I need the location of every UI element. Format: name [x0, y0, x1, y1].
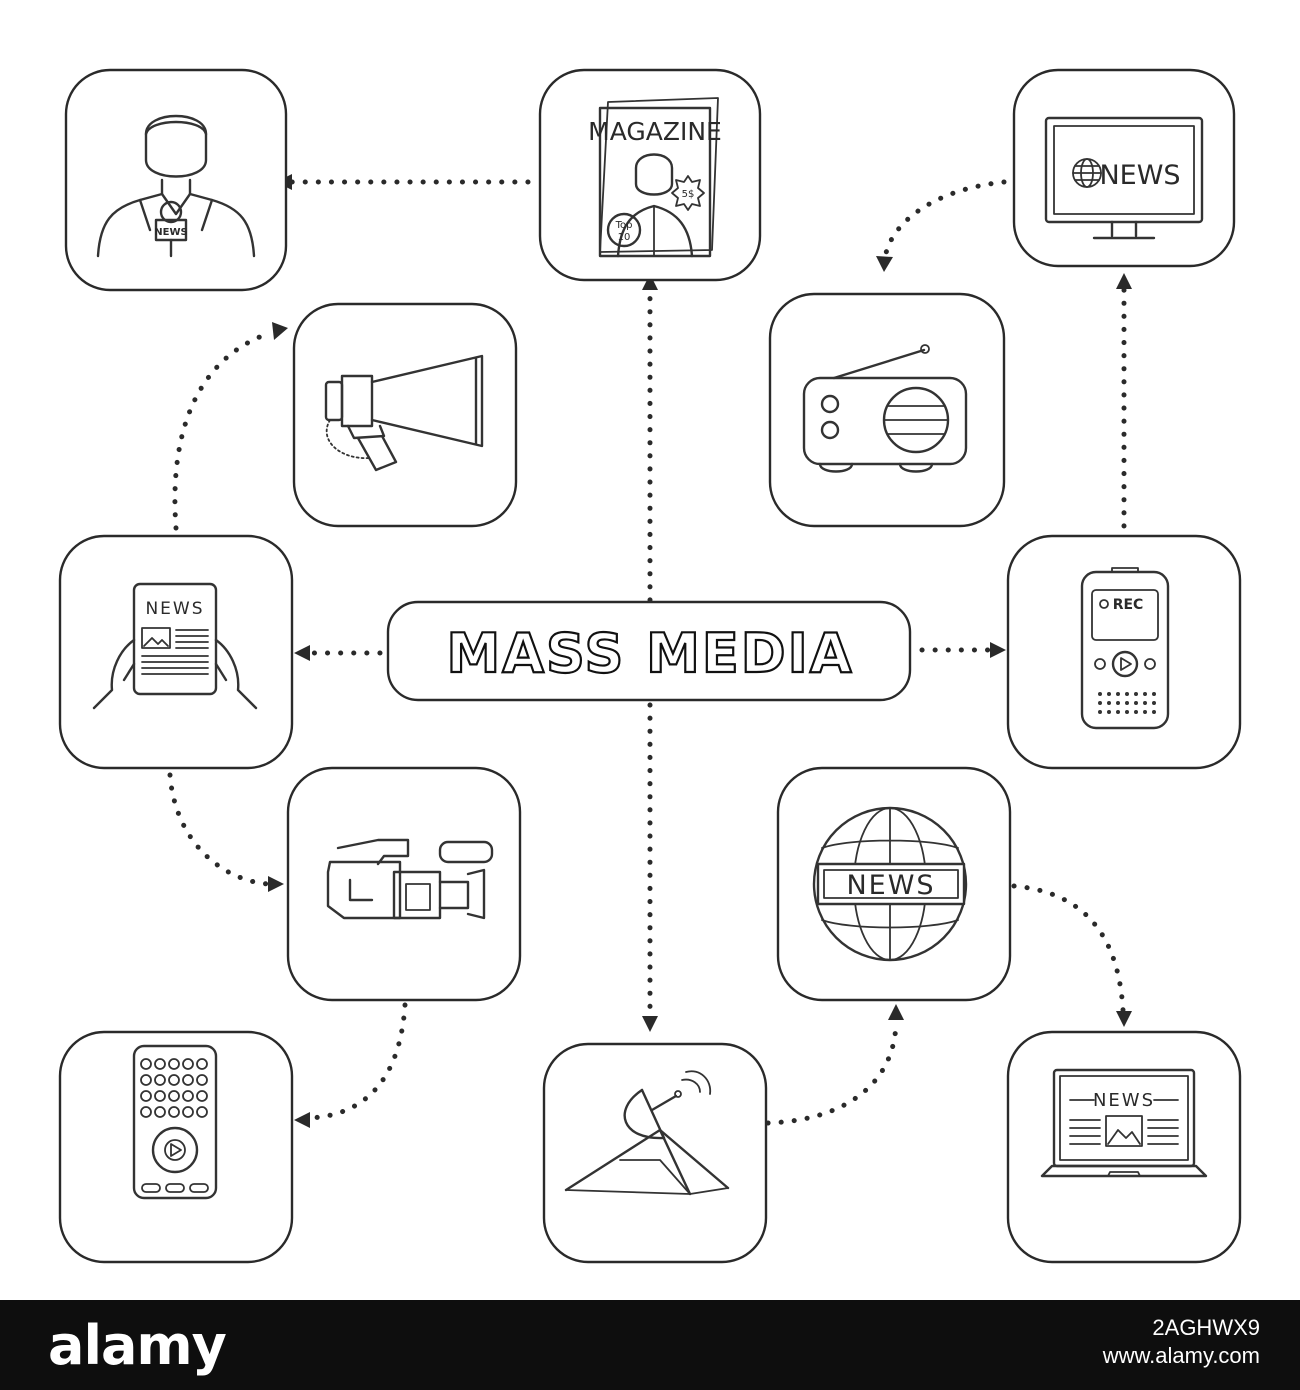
- node-laptop-news: NEWS: [1006, 1030, 1242, 1264]
- arrowhead: [642, 274, 658, 290]
- satellite-antenna-icon: [564, 1070, 730, 1196]
- megaphone-icon: [324, 354, 484, 472]
- magazine-title: MAGAZINE: [588, 117, 722, 146]
- connector-tablet-camera: [167, 772, 271, 887]
- node-tablet-news: NEWS: [58, 534, 294, 770]
- voice-recorder-icon: REC: [1080, 567, 1170, 730]
- arrowhead: [876, 256, 893, 272]
- video-camera-icon: [326, 838, 494, 920]
- node-video-camera: [286, 766, 522, 1002]
- node-radio: [768, 292, 1006, 528]
- arrowhead: [990, 642, 1006, 658]
- laptop-news-text: NEWS: [1093, 1090, 1155, 1111]
- node-news-reporter: NEWS: [64, 68, 288, 292]
- mind-map-diagram: MASS MEDIA NEWS MAGAZINE Top 10: [58, 68, 1242, 1264]
- news-reporter-icon: NEWS: [96, 114, 256, 258]
- magazine-badge-number: 10: [618, 232, 631, 243]
- node-remote-control: [58, 1030, 294, 1264]
- node-world-news: NEWS: [776, 766, 1012, 1002]
- center-label: MASS MEDIA: [446, 622, 853, 685]
- connector-tv-radio: [882, 179, 1007, 261]
- connectors: [167, 174, 1132, 1128]
- globe-news-text: NEWS: [846, 870, 935, 901]
- node-megaphone: [292, 302, 518, 528]
- connector-satellite-globe: [765, 1019, 899, 1126]
- brand-mark-icon: [360, 1326, 400, 1366]
- brand-logo-text: alamy: [48, 1314, 227, 1377]
- node-tv-news: NEWS: [1012, 68, 1236, 268]
- connector-globe-laptop: [1011, 883, 1126, 1013]
- arrowhead: [294, 1112, 310, 1128]
- magazine-price: 5$: [682, 189, 695, 200]
- arrowhead: [272, 322, 288, 340]
- stock-url: www.alamy.com: [1102, 1343, 1260, 1368]
- tv-monitor-news-icon: NEWS: [1044, 116, 1204, 240]
- radio-icon: [802, 344, 968, 473]
- tablet-news-text: NEWS: [145, 599, 204, 619]
- magazine-badge-top: Top: [615, 220, 633, 231]
- arrowhead: [268, 876, 284, 892]
- tv-remote-icon: [132, 1044, 218, 1200]
- magazine-icon: MAGAZINE Top 10 5$: [588, 97, 722, 258]
- node-dictaphone: REC: [1006, 534, 1242, 770]
- node-magazine: MAGAZINE Top 10 5$: [538, 68, 762, 282]
- arrowhead: [888, 1004, 904, 1020]
- laptop-news-icon: NEWS: [1040, 1068, 1208, 1178]
- stock-image-info: 2AGHWX9 www.alamy.com: [1103, 1314, 1260, 1370]
- node-satellite-dish: [542, 1042, 768, 1264]
- connector-tablet-megaphone: [172, 330, 273, 531]
- reporter-mic-label: NEWS: [154, 227, 187, 238]
- connector-camera-remote: [307, 1002, 408, 1121]
- recorder-rec-label: REC: [1113, 597, 1144, 613]
- tv-news-text: NEWS: [1099, 160, 1180, 191]
- footer-bar: alamy 2AGHWX9 www.alamy.com: [0, 1300, 1300, 1390]
- arrowhead: [294, 645, 310, 661]
- tablet-newspaper-icon: NEWS: [92, 582, 258, 710]
- arrowhead: [1116, 273, 1132, 289]
- arrowhead: [642, 1016, 658, 1032]
- image-id: 2AGHWX9: [1152, 1315, 1260, 1340]
- arrowhead: [1116, 1011, 1132, 1027]
- center-node: MASS MEDIA: [386, 600, 912, 702]
- globe-news-icon: NEWS: [812, 806, 968, 962]
